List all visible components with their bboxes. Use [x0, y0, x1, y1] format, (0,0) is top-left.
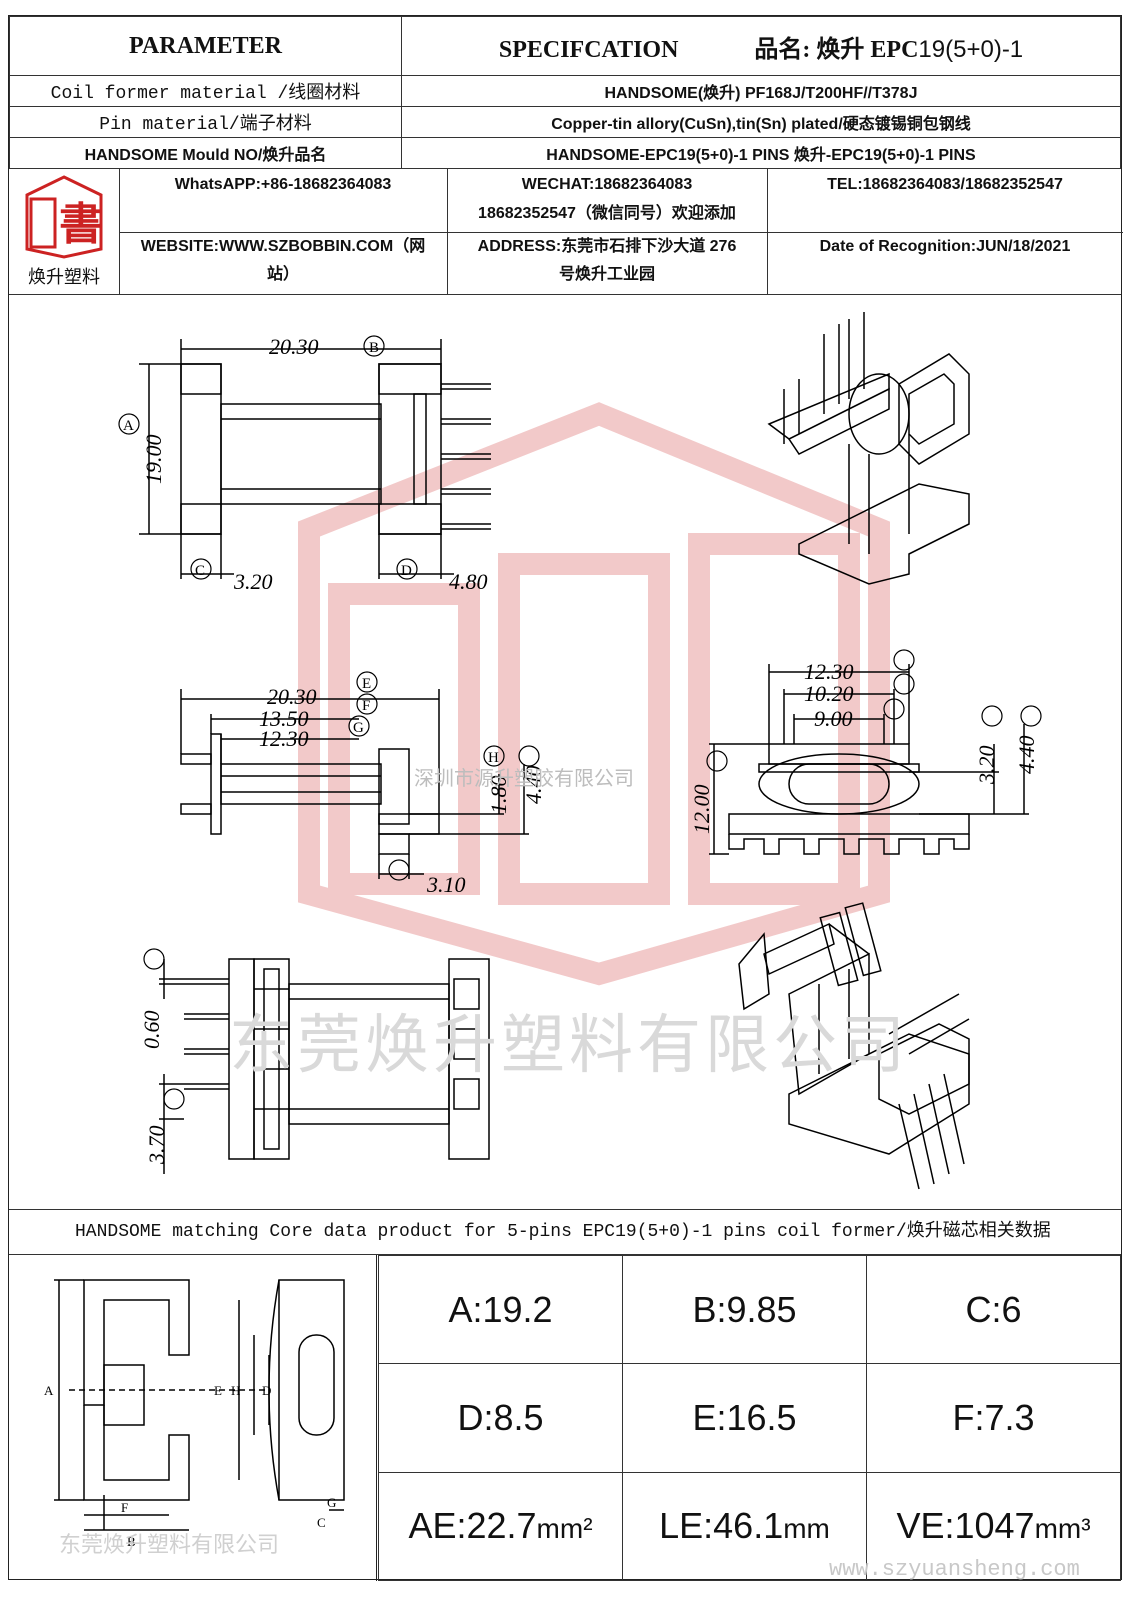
- pin-material-value: Copper-tin allory(CuSn),tin(Sn) plated/硬…: [401, 106, 1121, 138]
- dim-i-value: 4.40: [521, 766, 546, 805]
- bottom-view: [159, 958, 490, 1174]
- side-view: [180, 689, 529, 879]
- core-label-h: H: [231, 1383, 240, 1398]
- core-value-ve: VE:1047: [896, 1505, 1035, 1547]
- technical-drawing: 20.30 19.00 3.20 4.80 20.30 13.50 12.30 …: [9, 294, 1121, 1210]
- core-label-a: A: [44, 1383, 54, 1398]
- website-line1: WEBSITE:WWW.SZBOBBIN.COM（网: [140, 238, 426, 255]
- core-label-c: C: [317, 1515, 326, 1530]
- marker-h: H: [488, 750, 499, 766]
- core-label-g: G: [327, 1495, 336, 1510]
- header-table: PARAMETER SPECIFCATION 品名: 焕升 EPC19(5+0)…: [9, 16, 1121, 169]
- mould-no-label: HANDSOME Mould NO/焕升品名: [9, 137, 402, 169]
- core-watermark: 东莞焕升塑料有限公司: [59, 1532, 280, 1557]
- dim-a-value: 19.00: [141, 435, 166, 485]
- core-label-d: D: [262, 1383, 271, 1398]
- core-unit-le: mm: [783, 1513, 830, 1545]
- dim-h-value: 1.80: [486, 776, 511, 815]
- end-view: [709, 664, 1029, 855]
- dim-r-value: 3.70: [144, 1126, 169, 1166]
- watermark-small: 深圳市源升塑胶有限公司: [414, 768, 634, 790]
- marker-f: F: [362, 698, 370, 714]
- isometric-view-1: [767, 312, 970, 585]
- dim-j-value: 3.10: [426, 872, 466, 897]
- logo-text: 焕升塑料: [28, 267, 100, 287]
- isometric-view-2: [738, 902, 970, 1190]
- recognition-date: Date of Recognition:JUN/18/2021: [819, 238, 1071, 255]
- core-diagram-canvas: A E H D F B C G: [44, 1279, 345, 1549]
- core-data-heading: HANDSOME matching Core data product for …: [9, 1209, 1121, 1255]
- watermark-big: 东莞焕升塑料有限公司: [229, 1009, 909, 1081]
- wechat-line1: WECHAT:18682364083: [521, 176, 693, 193]
- website-line2: 站）: [266, 266, 299, 283]
- core-label-e: E: [214, 1383, 222, 1398]
- dim-n-value: 12.00: [689, 785, 714, 835]
- core-value-a: A:19.2: [448, 1288, 553, 1330]
- dim-c-value: 3.20: [233, 569, 273, 594]
- core-value-f: F:7.3: [952, 1396, 1035, 1438]
- core-values-table: A:19.2 B:9.85 C:6 D:8.5 E:16.5 F:7.3 AE:…: [378, 1254, 1121, 1582]
- core-diagram: A E H D F B C G 东莞焕升塑料有限公司: [9, 1255, 377, 1581]
- dim-o-value: 3.20: [974, 746, 999, 786]
- marker-e: E: [362, 676, 371, 692]
- core-unit-ae: mm²: [536, 1513, 593, 1545]
- core-value-ae: AE:22.7: [408, 1505, 537, 1547]
- core-value-le: LE:46.1: [659, 1505, 784, 1547]
- product-name-label: 品名: 焕升 EPC: [754, 36, 919, 63]
- dim-k-value: 12.30: [804, 659, 854, 684]
- dim-g-value: 12.30: [259, 726, 309, 751]
- logo-glyph: 書: [59, 200, 103, 249]
- core-value-d: D:8.5: [457, 1396, 544, 1438]
- drawing-canvas: 20.30 19.00 3.20 4.80 20.30 13.50 12.30 …: [118, 312, 1042, 1190]
- site-watermark: www.szyuansheng.com: [829, 1557, 1080, 1582]
- core-label-b: B: [127, 1534, 136, 1549]
- core-value-c: C:6: [965, 1288, 1022, 1330]
- pin-material-label: Pin material/端子材料: [9, 106, 402, 138]
- company-logo: 書 焕升塑料: [9, 169, 120, 294]
- parameter-heading: PARAMETER: [9, 16, 402, 76]
- marker-c: C: [195, 563, 205, 579]
- contact-block: 書 焕升塑料 WhatsAPP:+86-18682364083 WECHAT:1…: [9, 169, 1123, 295]
- wechat-line2: 18682352547（微信同号）欢迎添加: [478, 205, 736, 222]
- specification-heading: SPECIFCATION 品名: 焕升 EPC19(5+0)-1: [401, 16, 1121, 76]
- dim-l-value: 10.20: [804, 681, 854, 706]
- core-data-section: A E H D F B C G 东莞焕升塑料有限公司 A:19.2 B:9.85…: [9, 1254, 1121, 1582]
- logo-mark-icon: 書: [25, 175, 103, 259]
- dim-m-value: 9.00: [814, 706, 853, 731]
- dim-e-value: 20.30: [267, 684, 317, 709]
- coil-material-label: Coil former material /线圈材料: [9, 75, 402, 107]
- dim-q-value: 0.60: [139, 1011, 164, 1050]
- address-line1: ADDRESS:东莞市石排下沙大道 276: [477, 238, 737, 255]
- coil-material-value: HANDSOME(焕升) PF168J/T200HF//T378J: [401, 75, 1121, 107]
- marker-g: G: [353, 720, 364, 736]
- specification-label: SPECIFCATION: [498, 36, 679, 63]
- product-code: 19(5+0)-1: [918, 35, 1024, 63]
- dim-f-value: 13.50: [259, 706, 309, 731]
- spec-sheet: PARAMETER SPECIFCATION 品名: 焕升 EPC19(5+0)…: [8, 15, 1123, 1582]
- marker-a: A: [123, 418, 134, 434]
- whatsapp-text: WhatsAPP:+86-18682364083: [174, 176, 392, 193]
- core-label-f: F: [121, 1500, 128, 1515]
- front-view: [139, 339, 491, 579]
- address-line2: 号焕升工业园: [558, 266, 655, 283]
- dim-b-value: 20.30: [269, 334, 319, 359]
- mould-no-value: HANDSOME-EPC19(5+0)-1 PINS 焕升-EPC19(5+0)…: [401, 137, 1121, 169]
- marker-d: D: [401, 563, 412, 579]
- tel-text: TEL:18682364083/18682352547: [827, 176, 1063, 193]
- marker-b: B: [369, 340, 379, 356]
- core-unit-ve: mm³: [1034, 1513, 1091, 1545]
- dim-d-value: 4.80: [449, 569, 488, 594]
- core-value-e: E:16.5: [692, 1396, 797, 1438]
- core-value-b: B:9.85: [692, 1288, 797, 1330]
- dim-p-value: 4.40: [1014, 736, 1039, 775]
